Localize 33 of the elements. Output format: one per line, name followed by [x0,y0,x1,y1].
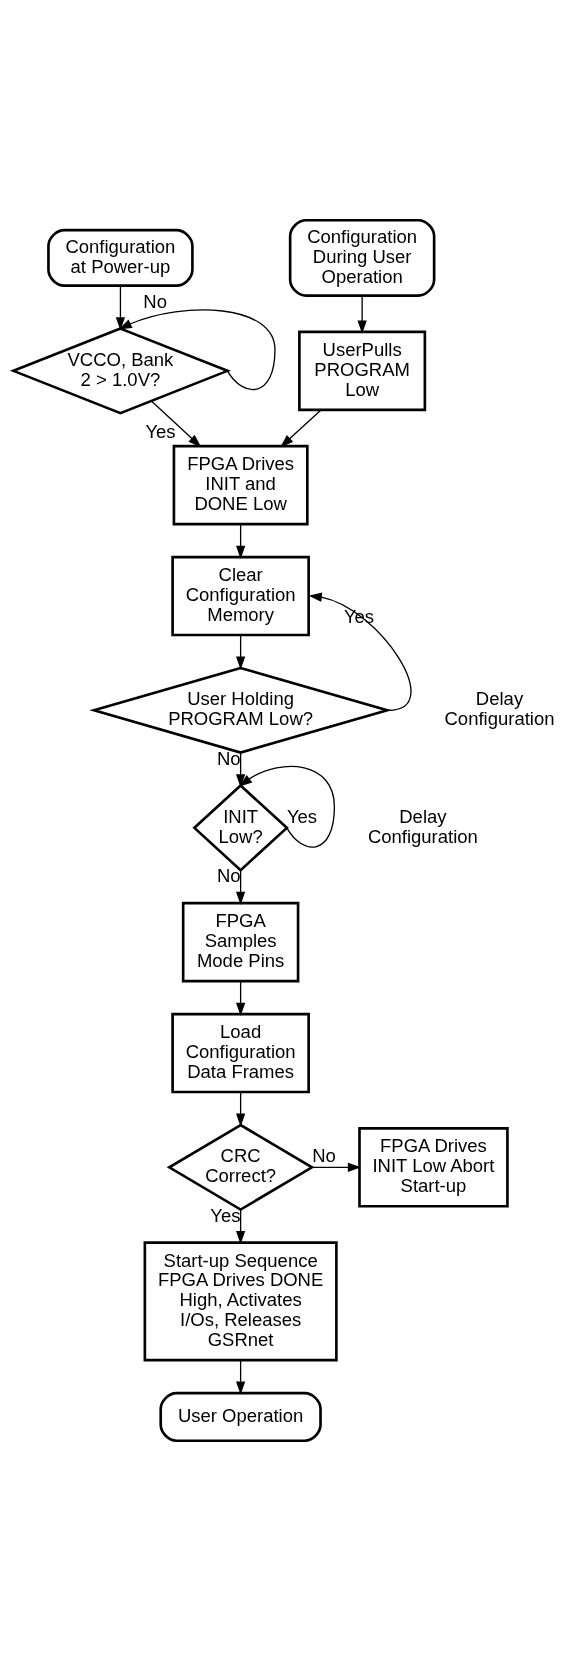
arrow [239,765,336,848]
arrow [308,592,412,711]
arrow [118,309,276,391]
edge-label: Yes [145,421,176,443]
arrow [280,409,322,448]
arrow [311,1162,362,1172]
node-diamond: VCCO, Bank 2 > 1.0V? [9,327,231,415]
node-box: FPGA Drives INIT Low Abort Start-up [358,1127,509,1208]
node-box: Load Configuration Data Frames [171,1012,310,1094]
arrow [236,1209,246,1245]
node-box: Configuration at Power-up [47,228,194,287]
node-box: FPGA Samples Mode Pins [181,901,300,983]
arrow [236,870,246,905]
arrow [150,400,202,448]
node-box: User Operation [159,1391,322,1443]
label: Delay Configuration [444,688,555,730]
node-box: UserPulls PROGRAM Low [298,330,427,412]
arrow [236,523,246,560]
arrow [115,285,126,331]
node-box: Clear Configuration Memory [171,555,310,637]
node-box: Start-up Sequence FPGA Drives DONE High, Activates I/Os, Releases GSRnet [143,1241,338,1362]
arrow [236,634,246,670]
edge-label: Yes [286,805,318,827]
label: Delay Configuration [367,805,478,847]
arrow [236,1359,246,1395]
arrow [357,295,367,334]
arrow [236,1091,246,1127]
node-box: FPGA Drives INIT and DONE Low [172,444,309,526]
edge-label: No [143,291,167,313]
node-box: Configuration During User Operation [288,218,436,297]
arrow [236,980,246,1017]
arrow [236,752,246,788]
edge-label: No [312,1145,336,1167]
